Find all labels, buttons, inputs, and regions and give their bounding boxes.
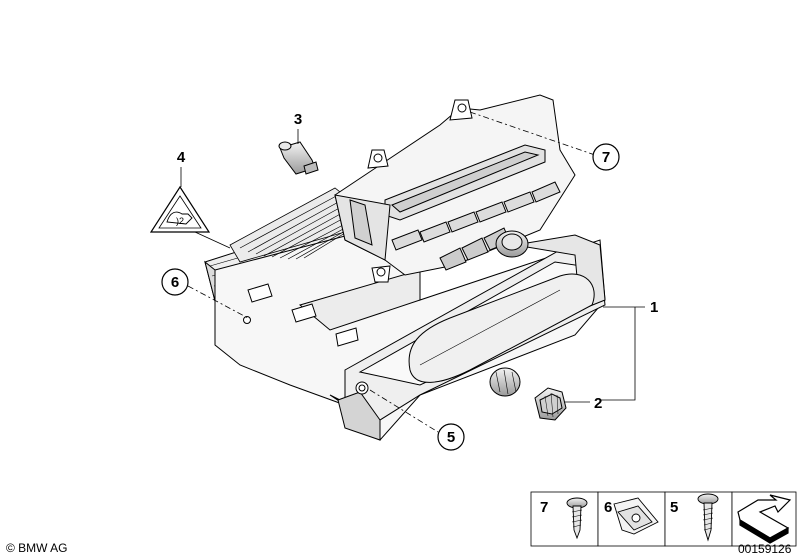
arrow-icon — [737, 494, 792, 544]
legend-item-5: 5 — [670, 499, 678, 516]
svg-text:)2: )2 — [176, 216, 184, 226]
callout-7-top: 7 — [592, 143, 620, 171]
callout-4-label: 4 — [177, 149, 186, 166]
copyright-text: © BMW AG — [6, 541, 68, 555]
front-panel — [408, 273, 595, 397]
clip-nut-icon — [613, 497, 659, 535]
callout-5-label: 5 — [447, 429, 455, 446]
callout-7-label: 7 — [602, 149, 610, 166]
legend-item-6: 6 — [604, 499, 612, 516]
screw-5-icon — [697, 493, 719, 542]
leader-lines — [180, 111, 645, 433]
callout-1-label: 1 — [650, 299, 658, 316]
callout-3-label: 3 — [294, 111, 302, 128]
callout-6-left: 6 — [161, 268, 189, 296]
callout-6-label: 6 — [171, 274, 179, 291]
callout-5-bottom: 5 — [437, 423, 465, 451]
legend-item-7: 7 — [540, 499, 548, 516]
warning-triangle-icon: )2 — [149, 185, 211, 233]
diagram-code: 00159126 — [738, 542, 792, 556]
display-control-unit — [334, 94, 576, 283]
screw-7-icon — [566, 497, 588, 540]
knob-part — [534, 387, 567, 421]
callout-2-label: 2 — [594, 395, 602, 412]
connector-plug — [278, 141, 319, 175]
